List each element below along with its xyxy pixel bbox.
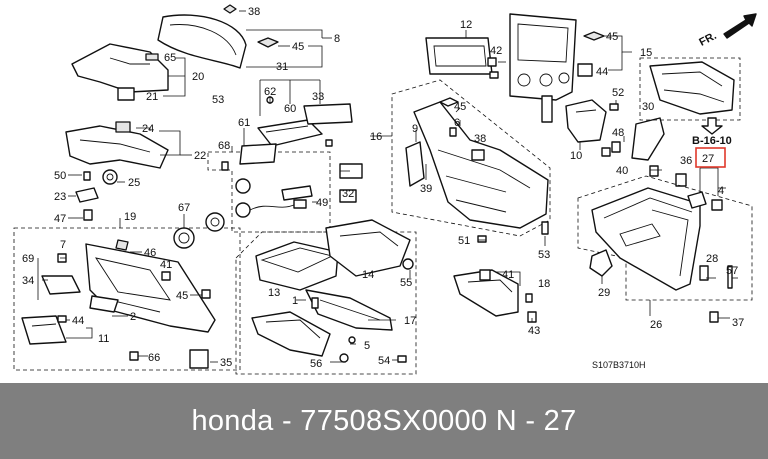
label-68: 68 — [218, 140, 230, 152]
label-55: 55 — [400, 277, 412, 289]
label-42: 42 — [490, 45, 502, 57]
label-23: 23 — [54, 191, 66, 203]
label-21: 21 — [146, 91, 158, 103]
label-28: 28 — [706, 253, 718, 265]
label-18: 18 — [538, 278, 550, 290]
label-56: 56 — [310, 358, 322, 370]
label-39: 39 — [420, 183, 432, 195]
label-14: 14 — [362, 269, 374, 281]
part-labels: 38 45 8 65 20 21 53 31 62 33 60 61 24 22… — [22, 6, 744, 370]
label-7: 7 — [60, 239, 66, 251]
label-40: 40 — [616, 165, 628, 177]
label-24: 24 — [142, 123, 154, 135]
part-18-console-bracket — [453, 269, 537, 323]
label-53: 53 — [212, 94, 224, 106]
front-direction-arrow — [723, 13, 757, 39]
label-60: 60 — [284, 103, 296, 115]
exploded-parts-drawing: 38 45 8 65 20 21 53 31 62 33 60 61 24 22… — [13, 4, 757, 375]
part-16-center-panel — [370, 79, 551, 246]
label-13: 13 — [268, 287, 280, 299]
label-15: 15 — [640, 47, 652, 59]
label-29: 29 — [598, 287, 610, 299]
label-30: 30 — [642, 101, 654, 113]
label-53-center: 53 — [538, 249, 550, 261]
label-20: 20 — [192, 71, 204, 83]
label-66: 66 — [148, 352, 160, 364]
part-22-column-cover-lower — [65, 121, 192, 221]
diagram-code: S107B3710H — [592, 360, 646, 370]
caption-text: honda - 77508SX0000 N - 27 — [191, 404, 577, 437]
label-45-left: 45 — [176, 290, 188, 302]
part-68-harness — [173, 146, 331, 249]
label-46: 46 — [144, 247, 156, 259]
label-41-left: 41 — [160, 259, 172, 271]
label-43: 43 — [528, 325, 540, 337]
label-34: 34 — [22, 275, 34, 287]
label-65: 65 — [164, 52, 176, 64]
label-51: 51 — [458, 235, 470, 247]
label-12: 12 — [460, 19, 472, 31]
label-4: 4 — [718, 185, 724, 197]
label-16: 16 — [370, 131, 382, 143]
part-10-bracket — [565, 99, 687, 187]
label-25: 25 — [128, 177, 140, 189]
label-26: 26 — [650, 319, 662, 331]
part-19-dash-lower-panel — [13, 218, 241, 371]
label-49: 49 — [316, 197, 328, 209]
part-13-center-pocket — [235, 219, 417, 375]
caption-bar: honda - 77508SX0000 N - 27 — [0, 383, 768, 459]
label-54: 54 — [378, 355, 390, 367]
label-33: 33 — [312, 91, 324, 103]
label-27: 27 — [702, 153, 714, 165]
label-44: 44 — [596, 66, 608, 78]
label-6: 6 — [454, 117, 460, 129]
label-5: 5 — [364, 340, 370, 352]
label-45: 45 — [292, 41, 304, 53]
part-8-instrument-hood — [157, 4, 332, 69]
label-37: 37 — [732, 317, 744, 329]
parts-diagram: 38 45 8 65 20 21 53 31 62 33 60 61 24 22… — [13, 4, 757, 375]
label-67: 67 — [178, 202, 190, 214]
label-35: 35 — [220, 357, 232, 369]
part-26-glove-box — [577, 175, 753, 323]
label-62: 62 — [264, 86, 276, 98]
label-22: 22 — [194, 150, 206, 162]
label-36: 36 — [680, 155, 692, 167]
label-17: 17 — [404, 315, 416, 327]
label-8: 8 — [334, 33, 340, 45]
label-61: 61 — [238, 117, 250, 129]
label-11: 11 — [98, 333, 109, 345]
part-31-center-garnish — [239, 79, 363, 203]
label-38: 38 — [248, 6, 260, 18]
label-31: 31 — [276, 61, 288, 73]
label-10: 10 — [570, 150, 582, 162]
part-27-highlight-box — [695, 147, 726, 168]
label-41: 41 — [502, 269, 514, 281]
label-50: 50 — [54, 170, 66, 182]
label-fr: FR. — [697, 30, 718, 49]
part-20-column-cover — [71, 43, 186, 101]
label-19: 19 — [124, 211, 136, 223]
label-57: 57 — [726, 265, 738, 277]
part-15-audio-bezel — [425, 13, 632, 123]
part-27-glove-box-latch — [687, 147, 726, 211]
label-9: 9 — [412, 123, 418, 135]
label-47: 47 — [54, 213, 66, 225]
label-69: 69 — [22, 253, 34, 265]
label-ref: B-16-10 — [692, 135, 732, 147]
label-44-left: 44 — [72, 315, 84, 327]
label-32: 32 — [342, 188, 354, 200]
label-48: 48 — [612, 127, 624, 139]
label-2: 2 — [130, 311, 136, 323]
label-45-center: 45 — [454, 101, 466, 113]
reference-inset — [639, 57, 741, 135]
label-38-center: 38 — [474, 133, 486, 145]
label-52: 52 — [612, 87, 624, 99]
label-1: 1 — [292, 295, 298, 307]
label-45-right: 45 — [606, 31, 618, 43]
